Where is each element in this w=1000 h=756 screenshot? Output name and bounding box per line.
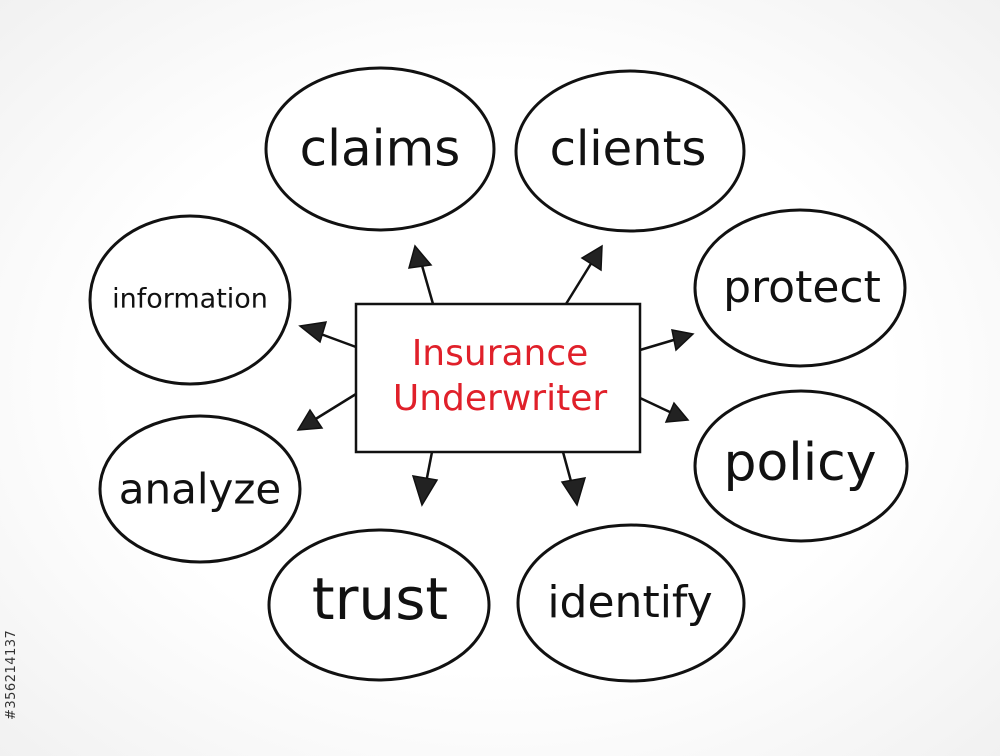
node-claims-bubble bbox=[264, 66, 496, 232]
connector-arrows bbox=[296, 244, 695, 507]
node-information: information bbox=[88, 214, 292, 386]
arrow-to-information bbox=[298, 321, 357, 349]
node-policy-label: policy bbox=[723, 433, 876, 493]
node-information-bubble bbox=[88, 214, 292, 386]
arrow-to-trust bbox=[411, 451, 439, 507]
center-title-line-1: Insurance bbox=[412, 333, 589, 374]
node-information-label: information bbox=[112, 284, 268, 315]
node-claims: claims bbox=[264, 66, 496, 232]
node-policy-bubble bbox=[693, 389, 909, 543]
node-clients: clients bbox=[514, 69, 746, 233]
node-analyze: analyze bbox=[98, 414, 302, 564]
center-node: Insurance Underwriter bbox=[354, 302, 642, 454]
node-protect-bubble bbox=[693, 208, 907, 368]
node-trust: trust bbox=[267, 528, 491, 682]
arrow-to-policy bbox=[639, 396, 690, 423]
node-identify-label: identify bbox=[547, 577, 712, 628]
node-policy: policy bbox=[693, 389, 909, 543]
node-clients-label: clients bbox=[550, 121, 707, 177]
arrow-to-identify bbox=[560, 451, 587, 507]
node-identify: identify bbox=[516, 523, 746, 683]
node-clients-bubble bbox=[514, 69, 746, 233]
node-trust-label: trust bbox=[312, 565, 448, 633]
node-analyze-label: analyze bbox=[119, 465, 282, 514]
center-box bbox=[354, 302, 642, 454]
node-analyze-bubble bbox=[98, 414, 302, 564]
node-trust-bubble bbox=[267, 528, 491, 682]
arrow-to-protect bbox=[639, 329, 695, 352]
arrow-to-clients bbox=[564, 244, 603, 305]
node-protect: protect bbox=[693, 208, 907, 368]
center-title-line-2: Underwriter bbox=[393, 378, 607, 419]
arrow-to-analyze bbox=[296, 392, 357, 431]
node-protect-label: protect bbox=[723, 262, 881, 313]
stock-id-watermark: #356214137 bbox=[4, 629, 19, 720]
arrow-to-claims bbox=[407, 244, 435, 305]
node-claims-label: claims bbox=[300, 120, 461, 178]
node-identify-bubble bbox=[516, 523, 746, 683]
